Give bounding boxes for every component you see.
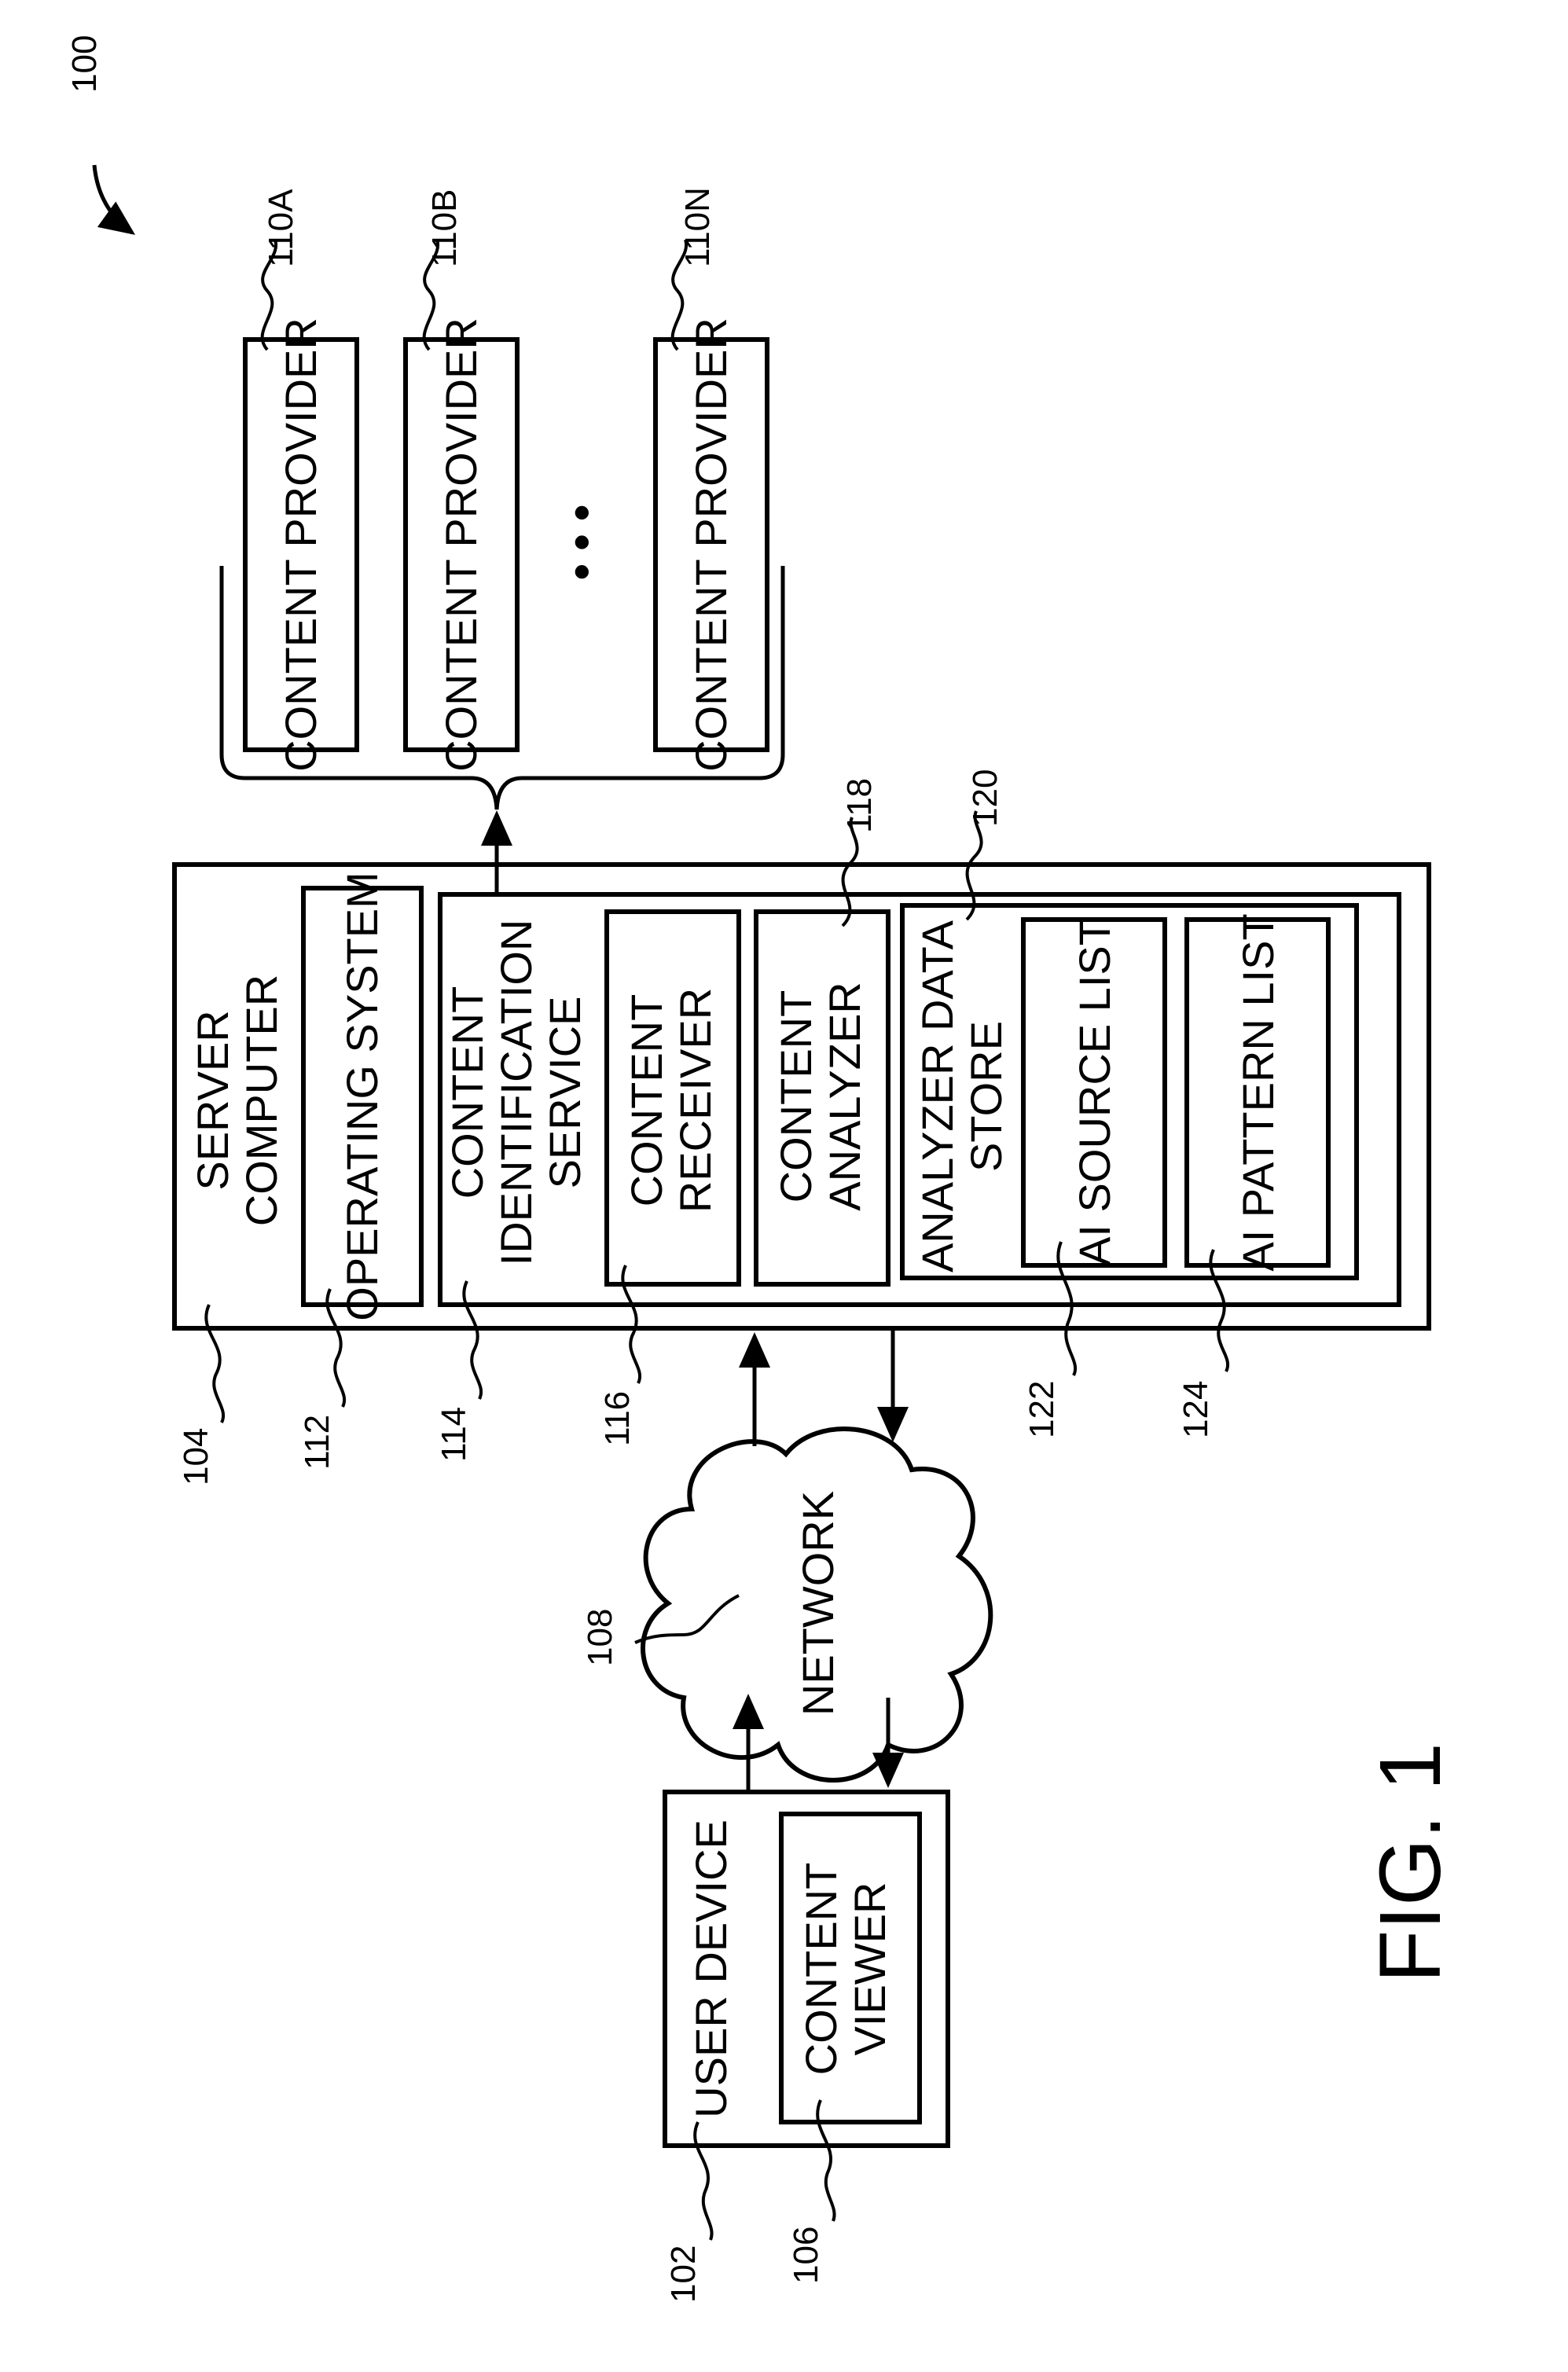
- content-provider-label-110b: CONTENT PROVIDER: [436, 318, 486, 772]
- ai-pattern-list-label: AI PATTERN LIST: [1233, 913, 1283, 1271]
- server-computer: SERVER COMPUTER OPERATING SYSTEM CONTENT…: [174, 865, 1429, 1328]
- user-device: USER DEVICE CONTENT VIEWER: [665, 1792, 948, 2146]
- figure-caption: FIG. 1: [1362, 1742, 1459, 1983]
- user-device-ref: 102: [664, 2245, 703, 2303]
- leader-line-104: [206, 1305, 223, 1423]
- analyzer-data-store-label-line2: STORE: [961, 1021, 1011, 1172]
- content-provider-ref-110a: 110A: [262, 189, 300, 267]
- content-provider-ref-110b: 110B: [425, 189, 464, 268]
- leader-line-114: [464, 1281, 481, 1399]
- network-label: NETWORK: [793, 1491, 843, 1716]
- analyzer-data-store-ref: 120: [966, 769, 1004, 827]
- content-provider-label-110a: CONTENT PROVIDER: [276, 318, 325, 772]
- content-receiver-label-line1: CONTENT: [622, 994, 671, 1207]
- content-receiver-label-line2: RECEIVER: [670, 988, 720, 1213]
- content-receiver-ref: 116: [598, 1391, 637, 1446]
- content-identification-service-label-line3: SERVICE: [540, 997, 589, 1189]
- content-analyzer-label-line1: CONTENT: [771, 990, 821, 1203]
- content-viewer-label-line1: CONTENT: [796, 1863, 846, 2076]
- network-ref: 108: [581, 1609, 619, 1666]
- figure-ref-number: 100: [65, 35, 104, 93]
- analyzer-data-store-label-line1: ANALYZER DATA: [913, 920, 962, 1272]
- leader-line-124: [1210, 1250, 1228, 1371]
- network: NETWORK: [643, 1429, 990, 1780]
- server-computer-label-line1: SERVER: [188, 1010, 237, 1190]
- ai-source-list-ref: 122: [1023, 1381, 1061, 1438]
- leader-line-102: [695, 2122, 711, 2240]
- ai-source-list-label: AI SOURCE LIST: [1070, 919, 1119, 1266]
- content-providers-group: CONTENT PROVIDER 110A CONTENT PROVIDER 1…: [222, 187, 783, 810]
- server-computer-label-line2: COMPUTER: [237, 975, 286, 1226]
- operating-system-label: OPERATING SYSTEM: [337, 872, 387, 1320]
- content-identification-service-label-line2: IDENTIFICATION: [491, 920, 541, 1266]
- figure-ref-arrow: [94, 165, 132, 233]
- server-computer-ref: 104: [177, 1428, 215, 1485]
- user-device-label: USER DEVICE: [686, 1819, 736, 2118]
- leader-line-106: [817, 2100, 834, 2221]
- operating-system-ref: 112: [298, 1415, 336, 1470]
- content-identification-service-ref: 114: [435, 1407, 473, 1462]
- content-analyzer-label-line2: ANALYZER: [820, 982, 869, 1210]
- ai-pattern-list-ref: 124: [1177, 1381, 1215, 1438]
- content-analyzer-ref: 118: [840, 778, 879, 833]
- content-viewer-label-line2: VIEWER: [845, 1882, 894, 2056]
- content-viewer-ref: 106: [787, 2227, 825, 2284]
- content-provider-ref-110n: 110N: [678, 187, 717, 267]
- content-identification-service-label-line1: CONTENT: [442, 986, 492, 1199]
- provider-ellipsis: • • •: [555, 505, 608, 580]
- content-provider-label-110n: CONTENT PROVIDER: [686, 318, 736, 772]
